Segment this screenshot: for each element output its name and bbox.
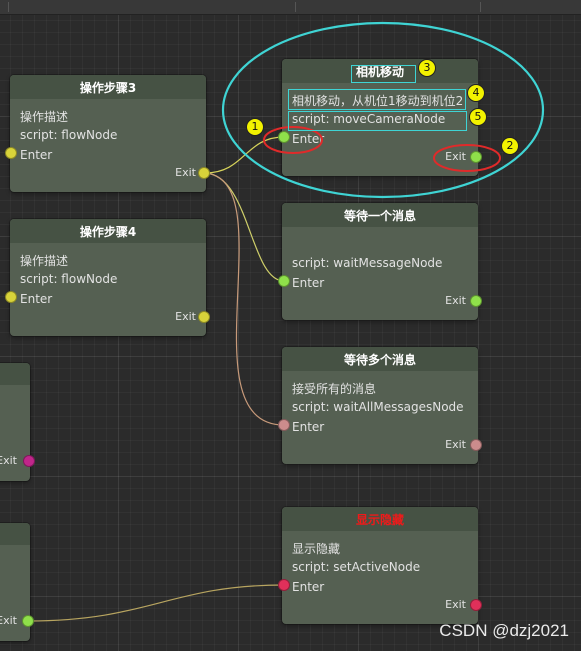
connection-left-to-show-hide xyxy=(27,584,285,622)
exit-label: Exit xyxy=(445,150,466,163)
exit-label: Exit xyxy=(0,614,17,627)
node-title: 等待多个消息 xyxy=(282,347,478,371)
enter-label: Enter xyxy=(20,148,53,162)
annotation-badge-3: 3 xyxy=(418,59,436,77)
node-step4[interactable]: 操作步骤4 操作描述 script: flowNode Enter Exit xyxy=(10,219,206,336)
exit-label: Exit xyxy=(0,454,17,467)
node-description: 操作描述 xyxy=(20,110,69,124)
node-description: 接受所有的消息 xyxy=(292,382,377,396)
node-title: 等待一个消息 xyxy=(282,203,478,227)
top-toolbar xyxy=(0,0,581,15)
wait-many-exit-port[interactable] xyxy=(470,439,482,451)
camera-exit-port[interactable] xyxy=(470,151,482,163)
node-header xyxy=(0,363,30,385)
exit-label: Exit xyxy=(445,438,466,451)
node-wait-many-messages[interactable]: 等待多个消息 接受所有的消息 script: waitAllMessagesNo… xyxy=(282,347,478,464)
node-script: script: waitAllMessagesNode xyxy=(292,400,464,414)
wait-one-enter-port[interactable] xyxy=(278,275,290,287)
node-script: script: setActiveNode xyxy=(292,560,421,574)
toolbar-divider xyxy=(480,2,481,12)
exit-port[interactable] xyxy=(23,455,35,467)
step4-exit-port[interactable] xyxy=(198,311,210,323)
node-show-hide[interactable]: 显示隐藏 显示隐藏 script: setActiveNode Enter Ex… xyxy=(282,507,478,624)
node-script: script: flowNode xyxy=(20,272,118,286)
annotation-badge-5: 5 xyxy=(469,108,487,126)
toolbar-divider xyxy=(295,2,296,12)
wait-one-exit-port[interactable] xyxy=(470,295,482,307)
step4-enter-port[interactable] xyxy=(5,291,17,303)
camera-enter-port[interactable] xyxy=(278,131,290,143)
watermark: CSDN @dzj2021 xyxy=(439,621,569,640)
exit-label: Exit xyxy=(175,310,196,323)
show-hide-exit-port[interactable] xyxy=(470,599,482,611)
enter-label: Enter xyxy=(292,276,325,290)
node-title: 显示隐藏 xyxy=(282,507,478,531)
partial-node-left-mid[interactable]: Exit xyxy=(0,363,35,481)
exit-label: Exit xyxy=(175,166,196,179)
wait-many-enter-port[interactable] xyxy=(278,419,290,431)
node-description: 操作描述 xyxy=(20,254,69,268)
annotation-badge-4: 4 xyxy=(467,84,485,102)
node-script: script: flowNode xyxy=(20,128,118,142)
node-title: 操作步骤4 xyxy=(10,219,206,243)
exit-port[interactable] xyxy=(22,615,34,627)
node-description: 显示隐藏 xyxy=(292,542,341,556)
enter-label: Enter xyxy=(292,132,325,146)
script-highlight-box xyxy=(288,111,467,131)
connection-step3-to-wait-many xyxy=(204,172,285,426)
step3-exit-port[interactable] xyxy=(198,167,210,179)
node-header xyxy=(0,523,30,545)
node-wait-one-message[interactable]: 等待一个消息 script: waitMessageNode Enter Exi… xyxy=(282,203,478,320)
title-highlight-box xyxy=(351,65,416,83)
connection-step3-to-camera xyxy=(204,136,285,174)
node-title: 操作步骤3 xyxy=(10,75,206,99)
exit-label: Exit xyxy=(445,294,466,307)
toolbar-divider xyxy=(8,2,9,12)
node-script: script: waitMessageNode xyxy=(292,256,443,270)
exit-label: Exit xyxy=(445,598,466,611)
step3-enter-port[interactable] xyxy=(5,147,17,159)
annotation-badge-2: 2 xyxy=(501,137,519,155)
enter-label: Enter xyxy=(292,420,325,434)
annotation-badge-1: 1 xyxy=(246,118,264,136)
description-highlight-box xyxy=(288,89,466,110)
enter-label: Enter xyxy=(292,580,325,594)
connection-step3-to-wait-one xyxy=(204,172,285,282)
node-step3[interactable]: 操作步骤3 操作描述 script: flowNode Enter Exit xyxy=(10,75,206,192)
partial-node-left-bottom[interactable]: Exit xyxy=(0,523,34,641)
enter-label: Enter xyxy=(20,292,53,306)
show-hide-enter-port[interactable] xyxy=(278,579,290,591)
